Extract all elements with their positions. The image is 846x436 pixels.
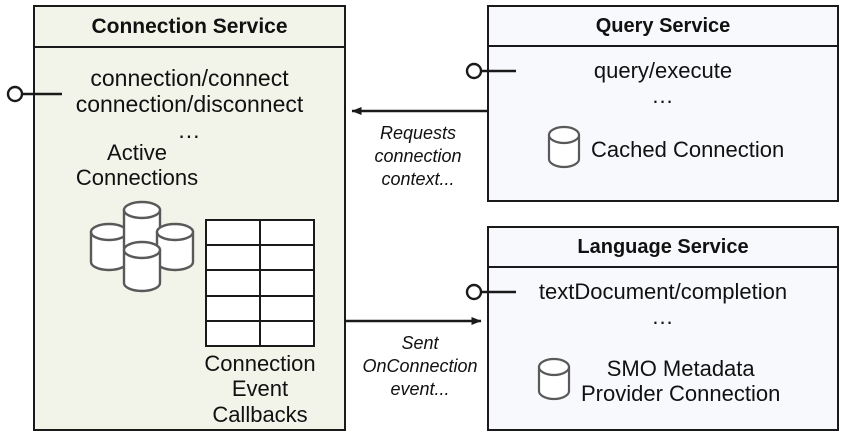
- connection-service-endpoints: connection/connect connection/disconnect…: [35, 65, 344, 143]
- active-connections-label-line1: Active: [107, 140, 167, 165]
- callbacks-label-line3: Callbacks: [212, 401, 308, 427]
- callbacks-label-line1: Connection: [204, 351, 316, 376]
- language-service-title: Language Service: [489, 228, 837, 268]
- table-row: [205, 244, 315, 272]
- edge-label-sent-onconnection-event: Sent OnConnection event...: [356, 332, 484, 401]
- edge-label-line2: OnConnection: [362, 356, 478, 377]
- table-row: [205, 294, 315, 322]
- edge-label-line3: event...: [390, 379, 450, 400]
- component-connection-service[interactable]: Connection Service connection/connect co…: [33, 5, 346, 431]
- edge-label-line2: connection: [374, 146, 462, 167]
- database-stack-icon: [87, 200, 197, 300]
- query-service-body: query/execute ... Cached Connection: [489, 47, 837, 200]
- endpoint-query-execute: query/execute: [593, 58, 733, 83]
- table-grid-icon: [205, 218, 315, 348]
- cached-connection-label: Cached Connection: [591, 136, 785, 162]
- callbacks-label-line2: Event: [231, 376, 289, 402]
- endpoint-ellipsis: ...: [652, 303, 674, 329]
- endpoint-ellipsis: ...: [178, 116, 201, 143]
- database-cylinder-icon: [547, 125, 581, 174]
- component-query-service[interactable]: Query Service query/execute ... Cached C…: [487, 5, 839, 202]
- table-row: [205, 218, 315, 247]
- endpoint-connection-connect: connection/connect: [90, 65, 289, 91]
- endpoint-textdocument-completion: textDocument/completion: [538, 279, 788, 304]
- connection-service-body: connection/connect connection/disconnect…: [35, 48, 344, 429]
- edge-label-line1: Sent: [401, 333, 439, 353]
- smo-label-line1: SMO Metadata: [606, 356, 755, 381]
- active-connections-label: Active Connections: [57, 140, 217, 191]
- edge-label-line1: Requests: [379, 123, 457, 143]
- smo-metadata-provider-label: SMO Metadata Provider Connection: [581, 356, 780, 407]
- connection-event-callbacks-label: Connection Event Callbacks: [190, 351, 330, 427]
- endpoint-connection-disconnect: connection/disconnect: [75, 90, 304, 117]
- endpoint-ellipsis: ...: [652, 82, 674, 108]
- table-row: [205, 269, 315, 297]
- cached-connection-artifact: Cached Connection: [547, 125, 784, 174]
- connection-service-title: Connection Service: [35, 7, 344, 48]
- active-connections-label-line2: Connections: [75, 165, 199, 191]
- table-row: [205, 319, 315, 348]
- language-service-body: textDocument/completion ... SMO Metadata…: [489, 268, 837, 429]
- database-cylinder-icon: [537, 357, 571, 406]
- query-service-endpoints: query/execute ...: [489, 58, 837, 108]
- smo-label-line2: Provider Connection: [581, 381, 781, 407]
- edge-label-requests-connection-context: Requests connection context...: [356, 122, 480, 191]
- language-service-endpoints: textDocument/completion ...: [489, 279, 837, 329]
- component-language-service[interactable]: Language Service textDocument/completion…: [487, 226, 839, 431]
- edge-label-line3: context...: [381, 169, 455, 190]
- query-service-title: Query Service: [489, 7, 837, 47]
- smo-metadata-provider-artifact: SMO Metadata Provider Connection: [537, 356, 780, 407]
